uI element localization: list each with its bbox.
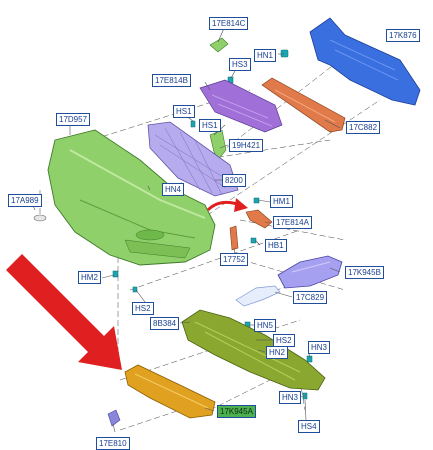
clip-17A989-part <box>33 214 47 222</box>
callout-HM2: HM2 <box>78 271 101 284</box>
callout-HN4: HN4 <box>162 183 185 196</box>
bracket-17E814A-part <box>245 209 273 229</box>
skid-plate-8B384-part <box>181 309 326 391</box>
part-17752-part <box>229 225 239 251</box>
bumper-cover-17D957-part <box>47 129 216 266</box>
callout-17C829: 17C829 <box>293 291 328 304</box>
callout-HS2-a: HS2 <box>132 302 154 315</box>
deflector-17K945A-part <box>124 364 216 419</box>
trim-17C829-part <box>235 285 281 307</box>
clip-17E814C-part <box>209 37 229 53</box>
callout-17K945B: 17K945B <box>345 266 384 279</box>
callout-HN2: HN2 <box>266 346 289 359</box>
callout-17A989: 17A989 <box>8 194 42 207</box>
callout-8B384: 8B384 <box>150 317 180 330</box>
callout-17C882: 17C882 <box>346 121 381 134</box>
callout-HS4: HS4 <box>298 420 320 433</box>
callout-HN5: HN5 <box>254 319 277 332</box>
bezel-17K945B-part <box>277 255 343 289</box>
direction-arrow-small <box>206 198 248 212</box>
energy-absorber-part <box>309 17 421 106</box>
callout-HB1: HB1 <box>265 239 287 252</box>
callout-8200: 8200 <box>222 174 246 187</box>
callout-17K945A: 17K945A <box>217 405 256 418</box>
callout-HN3-b: HN3 <box>279 391 302 404</box>
callout-HS1-a: HS1 <box>173 105 195 118</box>
callout-HS1-b: HS1 <box>199 119 221 132</box>
callout-17D957: 17D957 <box>56 113 91 126</box>
callout-17E814B: 17E814B <box>152 74 191 87</box>
clip-17E810-part <box>107 409 121 427</box>
callout-17E814A: 17E814A <box>273 216 312 229</box>
bracket-17E814B-part <box>199 79 283 133</box>
grille-8200-part <box>147 121 239 197</box>
callout-17K876: 17K876 <box>386 29 420 42</box>
callout-HN1: HN1 <box>254 49 277 62</box>
callout-17E814C: 17E814C <box>209 17 249 30</box>
callout-19H421: 19H421 <box>229 139 264 152</box>
callout-17E810: 17E810 <box>96 437 130 450</box>
callout-HS3-top: HS3 <box>229 58 251 71</box>
callout-HM1: HM1 <box>270 195 293 208</box>
callout-HN3-a: HN3 <box>308 341 331 354</box>
callout-17752: 17752 <box>220 253 249 266</box>
big-red-arrow-icon <box>6 254 122 370</box>
deflector-17C882-part <box>261 77 346 133</box>
